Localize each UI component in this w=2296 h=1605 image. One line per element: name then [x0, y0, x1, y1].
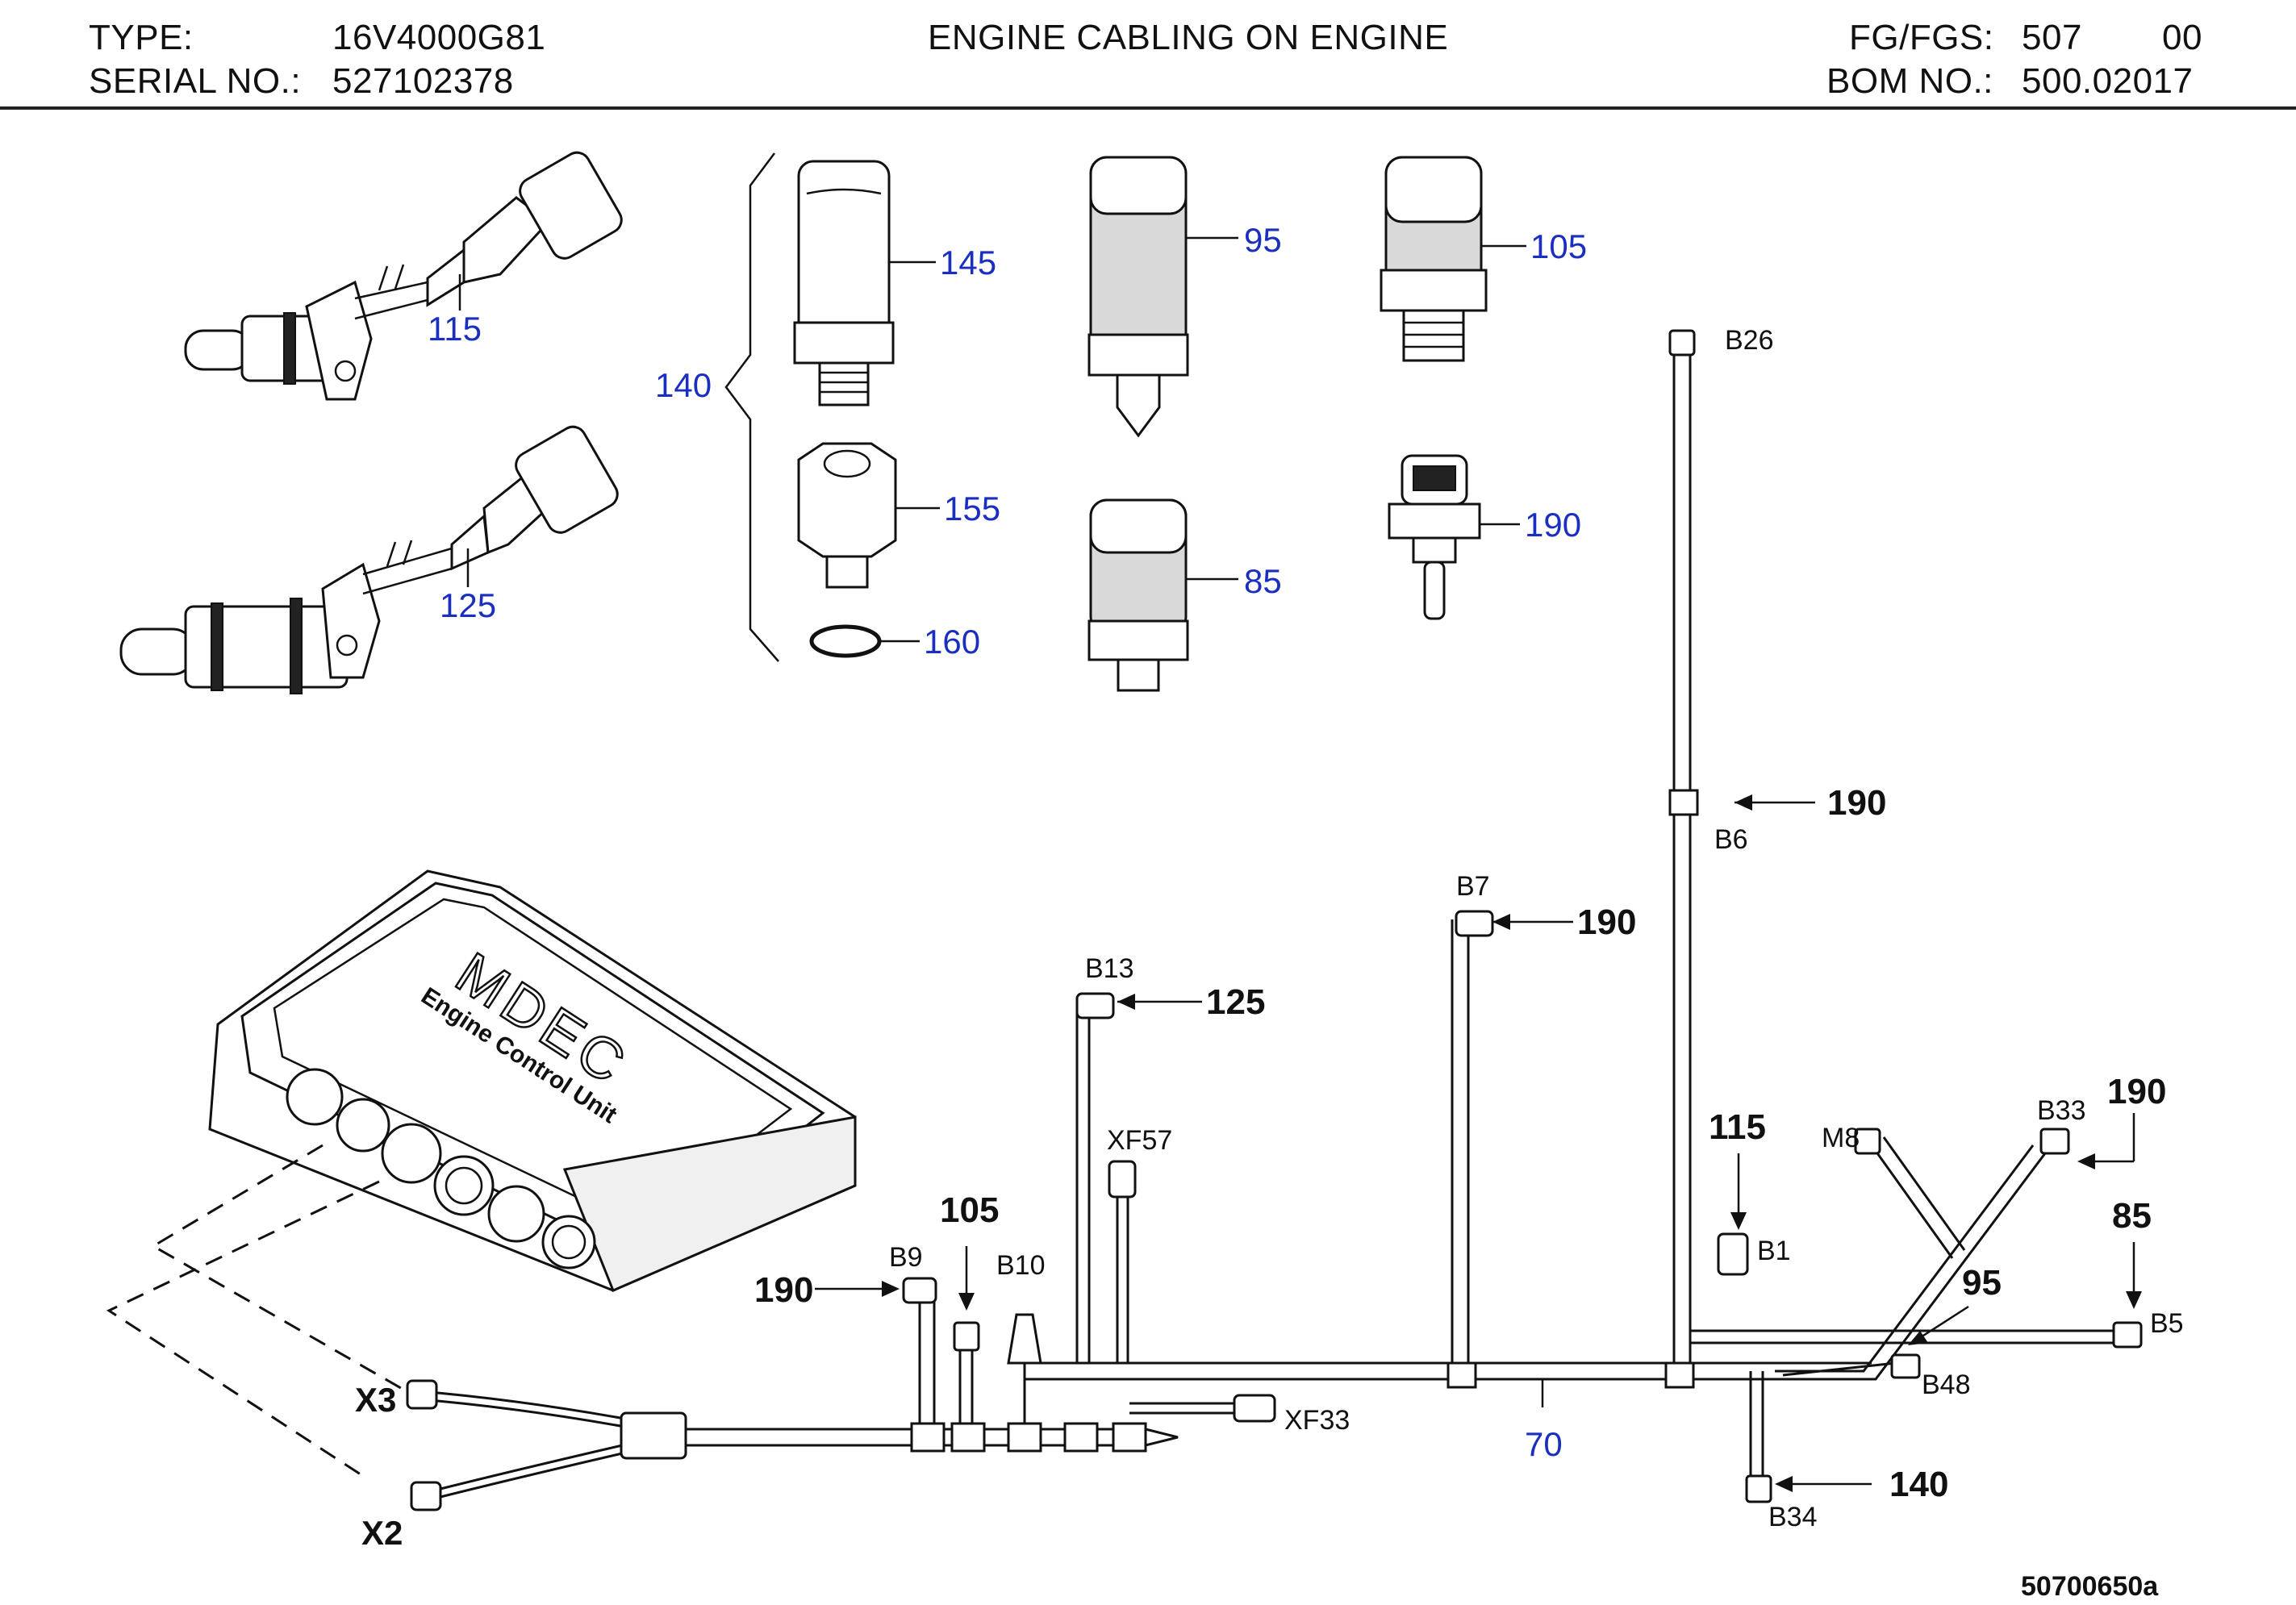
oring-160	[809, 624, 882, 658]
connector-b26: B26	[1725, 325, 1774, 356]
connector-b48: B48	[1922, 1369, 1971, 1400]
callout-190-b9: 190	[754, 1270, 813, 1310]
connector-b13: B13	[1085, 953, 1134, 984]
sensor-105	[1380, 156, 1488, 362]
part-label-190: 190	[1525, 506, 1581, 544]
connector-x2: X2	[361, 1514, 403, 1552]
connector-b9: B9	[889, 1242, 923, 1273]
callout-190-b33: 190	[2107, 1072, 2166, 1111]
document-number: 50700650a	[2021, 1571, 2159, 1602]
type-value: 16V4000G81	[332, 18, 546, 57]
part-label-85: 85	[1244, 562, 1282, 600]
sensor-115	[184, 151, 623, 401]
fg-label: FG/FGS:	[1849, 18, 1994, 57]
callout-95-b48: 95	[1962, 1263, 2002, 1303]
dash-x2	[106, 1180, 380, 1478]
callout-85-b5: 85	[2112, 1196, 2152, 1236]
ecu-unit: MDEC Engine Control Unit	[208, 869, 857, 1292]
connector-xf57: XF57	[1107, 1125, 1172, 1156]
connector-xf33: XF33	[1284, 1405, 1350, 1436]
part-label-140: 140	[655, 366, 712, 404]
part-label-125: 125	[440, 586, 496, 624]
callout-190-b6: 190	[1827, 783, 1886, 823]
part-label-105: 105	[1530, 227, 1587, 265]
part-label-155: 155	[944, 490, 1000, 527]
header-divider	[0, 106, 2296, 110]
connector-b34: B34	[1768, 1502, 1818, 1532]
connector-b10: B10	[996, 1250, 1046, 1281]
bracket-140	[724, 152, 779, 662]
sensor-145	[793, 160, 895, 406]
dash-x3	[151, 1144, 428, 1405]
connector-b5: B5	[2150, 1308, 2184, 1339]
connector-m8: M8	[1822, 1123, 1860, 1153]
connector-b7: B7	[1456, 871, 1490, 902]
serial-label: SERIAL NO.:	[89, 61, 302, 101]
callout-125-b13: 125	[1206, 982, 1265, 1022]
type-label: TYPE:	[89, 18, 194, 57]
page-title: ENGINE CABLING ON ENGINE	[928, 18, 1449, 57]
callout-140-b34: 140	[1889, 1465, 1948, 1504]
part-label-145: 145	[940, 244, 996, 281]
connector-b6: B6	[1714, 824, 1748, 855]
callout-arrows	[815, 794, 2142, 1492]
fg-value: 507	[2022, 18, 2082, 57]
serial-value: 527102378	[332, 61, 514, 101]
harness-70	[406, 329, 2143, 1511]
sensor-125	[119, 425, 619, 694]
callout-190-b7: 190	[1577, 903, 1636, 942]
sensor-85	[1087, 498, 1189, 692]
part-label-160: 160	[924, 623, 980, 661]
bom-label: BOM NO.:	[1826, 61, 1993, 101]
part-label-115: 115	[428, 310, 482, 348]
connector-b1: B1	[1757, 1236, 1791, 1266]
part-label-70: 70	[1525, 1425, 1563, 1463]
sensor-190	[1388, 454, 1481, 620]
connector-x3: X3	[355, 1381, 396, 1419]
connector-b33: B33	[2037, 1095, 2086, 1126]
callout-115-b1: 115	[1709, 1107, 1766, 1147]
callout-105-b10: 105	[940, 1190, 999, 1230]
adapter-155	[797, 442, 897, 589]
part-label-95: 95	[1244, 221, 1282, 259]
fg-suffix: 00	[2162, 18, 2202, 57]
bom-value: 500.02017	[2022, 61, 2194, 101]
sensor-95	[1087, 156, 1189, 438]
